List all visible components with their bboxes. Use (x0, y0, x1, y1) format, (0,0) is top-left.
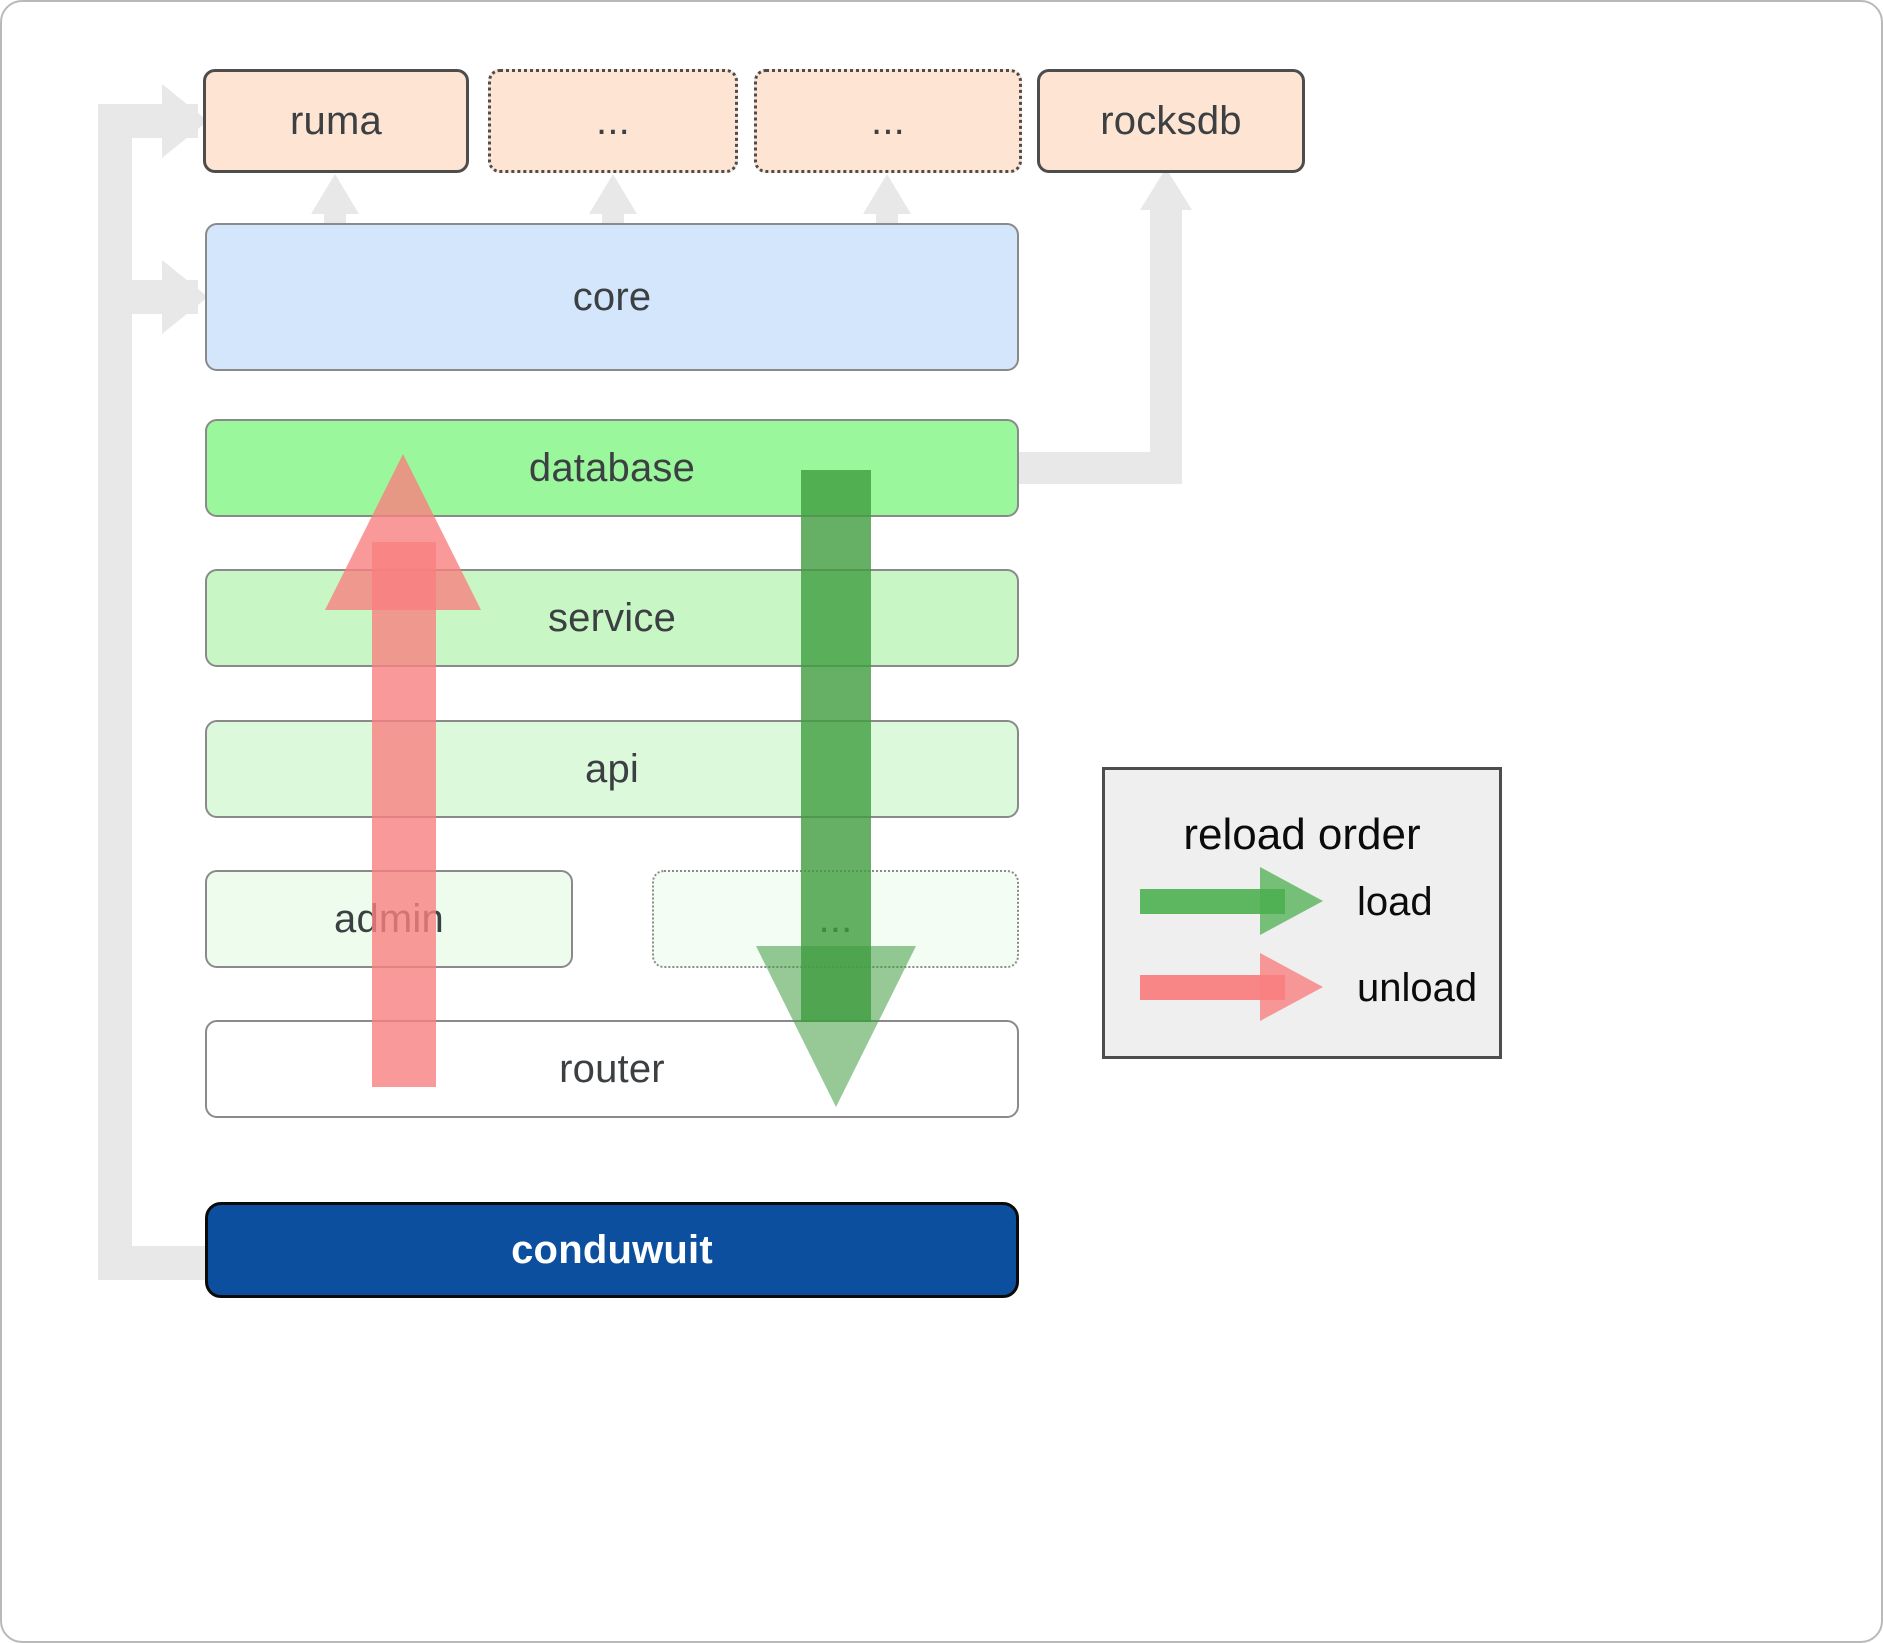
connector-arrowhead-core (162, 260, 208, 334)
layer-label: router (559, 1046, 665, 1091)
legend-arrow-icons (1140, 867, 1323, 1021)
layer-box-database[interactable]: database (205, 419, 1019, 517)
dependency-box-ruma[interactable]: ruma (203, 69, 469, 173)
dependency-label: ... (596, 98, 630, 143)
layer-label: ... (818, 896, 853, 941)
dependency-box-rocksdb[interactable]: rocksdb (1037, 69, 1305, 173)
core-box[interactable]: core (205, 223, 1019, 371)
layer-box-service[interactable]: service (205, 569, 1019, 667)
load-arrow-icon (1140, 867, 1323, 935)
legend-title: reload order (1183, 810, 1421, 859)
dependency-box-ellipsis-1[interactable]: ... (488, 69, 738, 173)
layer-label: admin (334, 896, 444, 941)
connector-arrowhead-ruma (162, 84, 208, 158)
connector-core-to-deps (311, 174, 911, 230)
legend-panel: reload order load unload (1102, 767, 1502, 1059)
layer-box-ellipsis[interactable]: ... (652, 870, 1019, 968)
unload-arrow-icon (1140, 953, 1323, 1021)
core-label: core (572, 274, 652, 319)
layer-label: service (547, 595, 677, 640)
dependency-box-ellipsis-2[interactable]: ... (754, 69, 1022, 173)
app-box-conduwuit[interactable]: conduwuit (205, 1202, 1019, 1298)
connector-database-to-rocksdb (1016, 168, 1192, 484)
app-label: conduwuit (511, 1227, 713, 1272)
layer-box-router[interactable]: router (205, 1020, 1019, 1118)
layer-box-admin[interactable]: admin (205, 870, 573, 968)
dependency-label: ruma (290, 98, 382, 143)
layer-box-api[interactable]: api (205, 720, 1019, 818)
layer-label: database (528, 445, 696, 490)
dependency-label: ... (871, 98, 905, 143)
dependency-label: rocksdb (1100, 98, 1242, 143)
legend-label-load: load (1357, 880, 1433, 924)
legend-label-unload: unload (1357, 966, 1478, 1010)
layer-label: api (585, 746, 639, 791)
